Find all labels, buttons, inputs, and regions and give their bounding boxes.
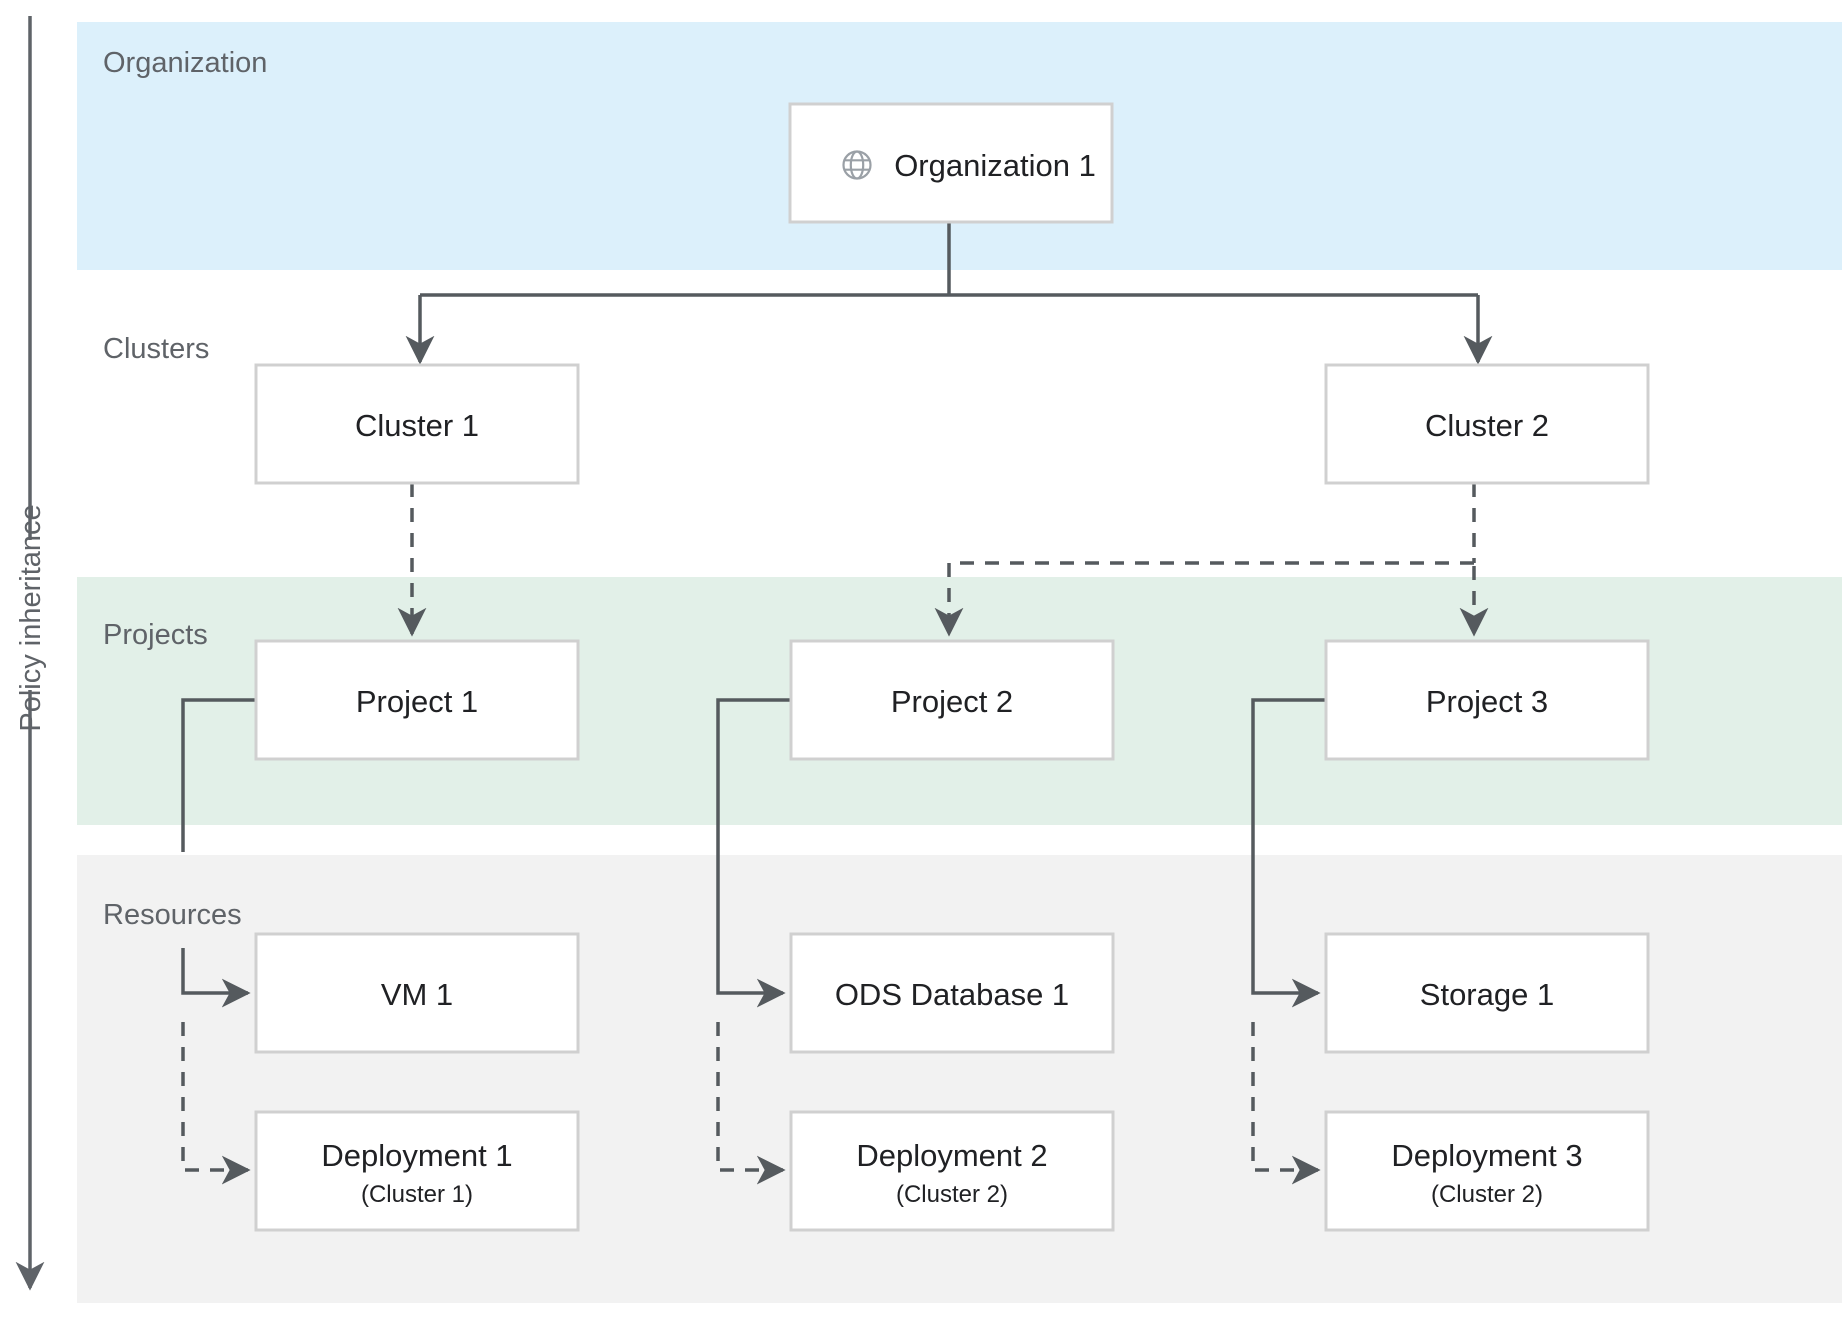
band-resources: Resources (77, 855, 1842, 1303)
edge-cluster2-to-projects (934, 483, 1489, 637)
node-storage-1[interactable]: Storage 1 (1324, 932, 1650, 1054)
node-deployment-3-sublabel: (Cluster 2) (1431, 1181, 1543, 1208)
edge-project1-drop-upper (181, 698, 256, 852)
node-deployment-2-sublabel: (Cluster 2) (896, 1181, 1008, 1208)
policy-inheritance-axis: Policy inheritance (15, 16, 47, 1291)
node-storage-1-box[interactable] (1324, 932, 1650, 1054)
edge-org-to-clusters (405, 222, 1493, 365)
edge-project1-to-resources (181, 698, 256, 1185)
node-project-1[interactable]: Project 1 (254, 639, 580, 761)
node-vm-1-box[interactable] (254, 932, 580, 1054)
band-organization-label: Organization (103, 47, 267, 79)
edge-project3-to-resources (1251, 698, 1326, 1185)
node-deployment-1-sublabel: (Cluster 1) (361, 1181, 473, 1208)
node-deployment-3[interactable]: Deployment 3 (Cluster 2) (1324, 1110, 1650, 1232)
node-ods-database-1-label: ODS Database 1 (835, 977, 1069, 1012)
node-deployment-3-label: Deployment 3 (1391, 1138, 1582, 1173)
node-deployment-1-box[interactable] (254, 1110, 580, 1232)
node-project-3-label: Project 3 (1426, 684, 1548, 719)
band-projects-label: Projects (103, 619, 208, 651)
node-project-1-label: Project 1 (356, 684, 478, 719)
globe-icon (842, 150, 872, 180)
node-deployment-2-label: Deployment 2 (856, 1138, 1047, 1173)
node-ods-database-1-box[interactable] (789, 932, 1115, 1054)
node-cluster-2-label: Cluster 2 (1425, 408, 1549, 443)
policy-inheritance-label: Policy inheritance (15, 504, 47, 731)
node-organization-1[interactable]: Organization 1 (788, 102, 1114, 224)
edge-project1-to-vm1 (181, 948, 251, 1008)
node-project-2-box[interactable] (789, 639, 1115, 761)
band-clusters-label: Clusters (103, 333, 209, 365)
node-deployment-1-label: Deployment 1 (321, 1138, 512, 1173)
node-cluster-1-box[interactable] (254, 363, 580, 485)
node-cluster-1-label: Cluster 1 (355, 408, 479, 443)
node-project-2[interactable]: Project 2 (789, 639, 1115, 761)
edge-project3-to-storage1 (1251, 698, 1326, 1008)
node-storage-1-label: Storage 1 (1420, 977, 1554, 1012)
node-deployment-3-box[interactable] (1324, 1110, 1650, 1232)
node-cluster-2[interactable]: Cluster 2 (1324, 363, 1650, 485)
node-ods-database-1[interactable]: ODS Database 1 (789, 932, 1115, 1054)
edge-project2-to-ods1 (716, 698, 791, 1008)
node-organization-1-label: Organization 1 (894, 148, 1096, 183)
node-project-3-box[interactable] (1324, 639, 1650, 761)
node-cluster-1[interactable]: Cluster 1 (254, 363, 580, 485)
node-project-2-label: Project 2 (891, 684, 1013, 719)
node-vm-1-label: VM 1 (381, 977, 453, 1012)
node-project-3[interactable]: Project 3 (1324, 639, 1650, 761)
node-vm-1[interactable]: VM 1 (254, 932, 580, 1054)
node-deployment-1[interactable]: Deployment 1 (Cluster 1) (254, 1110, 580, 1232)
band-resources-bg (77, 855, 1842, 1303)
edge-project2-to-resources (716, 698, 791, 1185)
node-deployment-2-box[interactable] (789, 1110, 1115, 1232)
band-resources-label: Resources (103, 899, 242, 931)
node-cluster-2-box[interactable] (1324, 363, 1650, 485)
node-deployment-2[interactable]: Deployment 2 (Cluster 2) (789, 1110, 1115, 1232)
node-project-1-box[interactable] (254, 639, 580, 761)
